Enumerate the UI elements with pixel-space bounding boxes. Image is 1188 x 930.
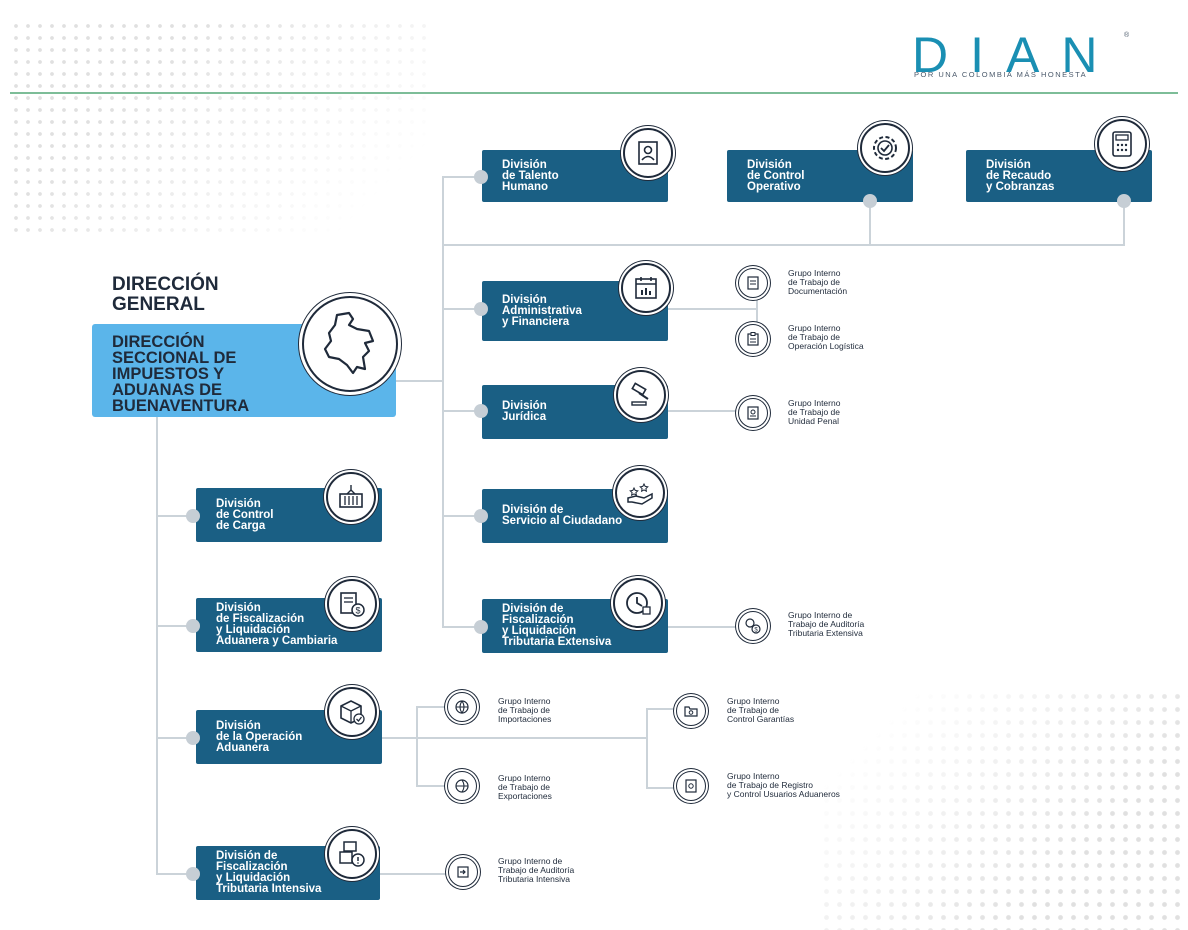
person-badge-icon xyxy=(623,128,673,178)
group-importaciones: Grupo Interno de Trabajo de Importacione… xyxy=(498,696,552,724)
connector xyxy=(156,873,196,875)
division-label: División de Servicio al Ciudadano xyxy=(502,504,623,527)
connector-node xyxy=(186,731,200,745)
connector xyxy=(416,706,418,786)
hand-stars-icon xyxy=(615,468,665,518)
connector xyxy=(396,380,444,382)
cargo-container-icon xyxy=(326,472,376,522)
colombia-map-icon xyxy=(302,296,398,392)
connector-node xyxy=(1117,194,1131,208)
background-dot-pattern xyxy=(10,20,430,240)
division-label: División de Fiscalización y Liquidación … xyxy=(502,603,612,648)
connector xyxy=(380,873,448,875)
group-registro-usuarios: Grupo Interno de Trabajo de Registro y C… xyxy=(727,771,840,799)
connector xyxy=(156,515,196,517)
registered-mark: ® xyxy=(1124,32,1130,39)
connector xyxy=(416,785,448,787)
header-rule xyxy=(10,92,1178,94)
document-folder-icon xyxy=(738,268,768,298)
connector-node xyxy=(474,509,488,523)
connector xyxy=(442,308,482,310)
connector-node xyxy=(863,194,877,208)
connector xyxy=(416,706,448,708)
group-auditoria-intensiva: Grupo Interno de Trabajo de Auditoría Tr… xyxy=(498,856,575,884)
clock-icon xyxy=(613,578,663,628)
connector xyxy=(382,737,648,739)
group-unidad-penal: Grupo Interno de Trabajo de Unidad Penal xyxy=(788,398,841,426)
division-label: División de Fiscalización y Liquidación … xyxy=(216,850,322,895)
connector xyxy=(756,296,758,338)
group-documentacion: Grupo Interno de Trabajo de Documentació… xyxy=(788,268,848,296)
connector xyxy=(646,708,648,788)
gavel-icon xyxy=(616,370,666,420)
group-auditoria-extensiva: Grupo Interno de Trabajo de Auditoría Tr… xyxy=(788,610,865,638)
registry-document-icon xyxy=(676,771,706,801)
connector xyxy=(668,626,738,628)
connector xyxy=(1123,200,1125,246)
calendar-chart-icon xyxy=(621,263,671,313)
connector xyxy=(646,787,674,789)
connector xyxy=(442,244,1124,246)
division-label: División de Talento Humano xyxy=(502,158,559,193)
connector-right-trunk xyxy=(442,176,444,627)
main-seccional-label: DIRECCIÓN SECCIONAL DE IMPUESTOS Y ADUAN… xyxy=(112,333,250,415)
division-label: División de la Operación Aduanera xyxy=(216,719,303,754)
svg-text:$: $ xyxy=(754,628,758,634)
connector xyxy=(668,410,738,412)
connector-node xyxy=(474,302,488,316)
login-box-icon xyxy=(448,857,478,887)
connector xyxy=(156,737,196,739)
group-control-garantias: Grupo Interno de Trabajo de Control Gara… xyxy=(727,696,795,724)
connector xyxy=(442,515,482,517)
division-label: División Jurídica xyxy=(502,400,547,423)
connector-node xyxy=(186,509,200,523)
group-operacion-logistica: Grupo Interno de Trabajo de Operación Lo… xyxy=(788,323,864,351)
division-label: División de Control Operativo xyxy=(747,158,805,193)
connector-node xyxy=(474,620,488,634)
package-check-icon xyxy=(327,687,377,737)
calculator-icon xyxy=(1097,119,1147,169)
division-label: División de Recaudo y Cobranzas xyxy=(986,158,1055,193)
connector xyxy=(442,626,482,628)
exchange-money-icon: $ xyxy=(738,611,768,641)
connector xyxy=(156,625,196,627)
division-label: División de Fiscalización y Liquidación … xyxy=(216,602,338,647)
globe-export-icon xyxy=(447,771,477,801)
connector xyxy=(442,410,482,412)
connector xyxy=(442,176,482,178)
document-money-icon: $ xyxy=(327,579,377,629)
penal-document-icon xyxy=(738,398,768,428)
svg-text:$: $ xyxy=(355,606,360,616)
connector-node xyxy=(474,404,488,418)
connector-left-trunk xyxy=(156,417,158,875)
connector-node xyxy=(186,867,200,881)
globe-import-icon xyxy=(447,692,477,722)
division-label: División Administrativa y Financiera xyxy=(502,293,582,328)
connector xyxy=(646,708,674,710)
background-dot-pattern xyxy=(820,690,1188,930)
connector-node xyxy=(186,619,200,633)
clipboard-icon xyxy=(738,324,768,354)
boxes-alert-icon xyxy=(327,829,377,879)
connector-node xyxy=(474,170,488,184)
connector xyxy=(668,308,758,310)
logo-tagline: POR UNA COLOMBIA MÁS HONESTA xyxy=(914,70,1088,79)
connector xyxy=(869,200,871,246)
group-exportaciones: Grupo Interno de Trabajo de Exportacione… xyxy=(498,773,552,801)
dian-logo: DIAN xyxy=(912,27,1120,83)
folder-guarantee-icon xyxy=(676,696,706,726)
division-label: División de Control de Carga xyxy=(216,497,274,532)
page-title: DIRECCIÓN GENERAL xyxy=(112,274,219,315)
gear-check-icon xyxy=(860,123,910,173)
